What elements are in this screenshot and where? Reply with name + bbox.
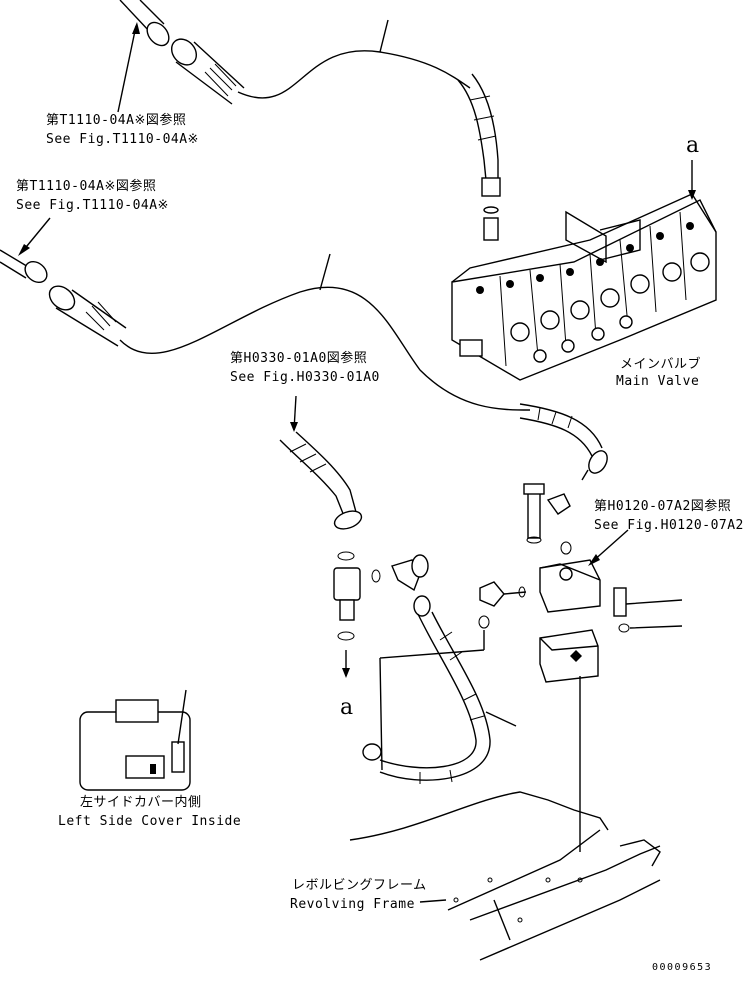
left-hose-end	[0, 249, 127, 347]
top-ref-arrow	[117, 25, 137, 113]
left-hose-leader	[319, 253, 331, 291]
revolving-frame	[349, 791, 661, 961]
marker-bottom: a	[340, 695, 353, 720]
lower-hose	[362, 595, 517, 784]
mid-hose	[279, 395, 363, 678]
right-block	[523, 483, 683, 852]
ref-top-jp: 第T1110-04A※図参照	[46, 112, 186, 128]
top-hose-end	[119, 0, 245, 105]
frame-jp: レボルビングフレーム	[292, 878, 427, 893]
drawing-code: 00009653	[652, 962, 712, 973]
top-hose-line	[237, 50, 471, 99]
marker-top: a	[686, 133, 699, 158]
side-cover-panel	[79, 689, 191, 791]
ref-right-jp: 第H0120-07A2図参照	[594, 498, 731, 514]
right-ref-arrow	[591, 529, 629, 563]
ref-left-en: See Fig.T1110-04A※	[16, 198, 169, 213]
valve-hose-upper	[457, 73, 501, 241]
top-hose-leader	[379, 19, 389, 53]
left-hose-line	[119, 286, 531, 411]
frame-en: Revolving Frame	[290, 897, 415, 912]
side-cover-en: Left Side Cover Inside	[58, 814, 241, 829]
fittings	[371, 554, 527, 607]
ref-top-en: See Fig.T1110-04A※	[46, 132, 199, 147]
frame-leader	[419, 899, 447, 903]
main-valve	[451, 193, 717, 381]
elbow-hose-right	[519, 403, 608, 481]
side-cover-jp: 左サイドカバー内側	[80, 794, 202, 810]
ref-right-en: See Fig.H0120-07A2	[594, 518, 744, 533]
main-valve-en: Main Valve	[616, 374, 699, 389]
ref-mid-en: See Fig.H0330-01A0	[230, 370, 380, 385]
ref-left-jp: 第T1110-04A※図参照	[16, 178, 156, 194]
main-valve-jp: メインバルブ	[620, 356, 701, 372]
ref-mid-jp: 第H0330-01A0図参照	[230, 350, 367, 366]
